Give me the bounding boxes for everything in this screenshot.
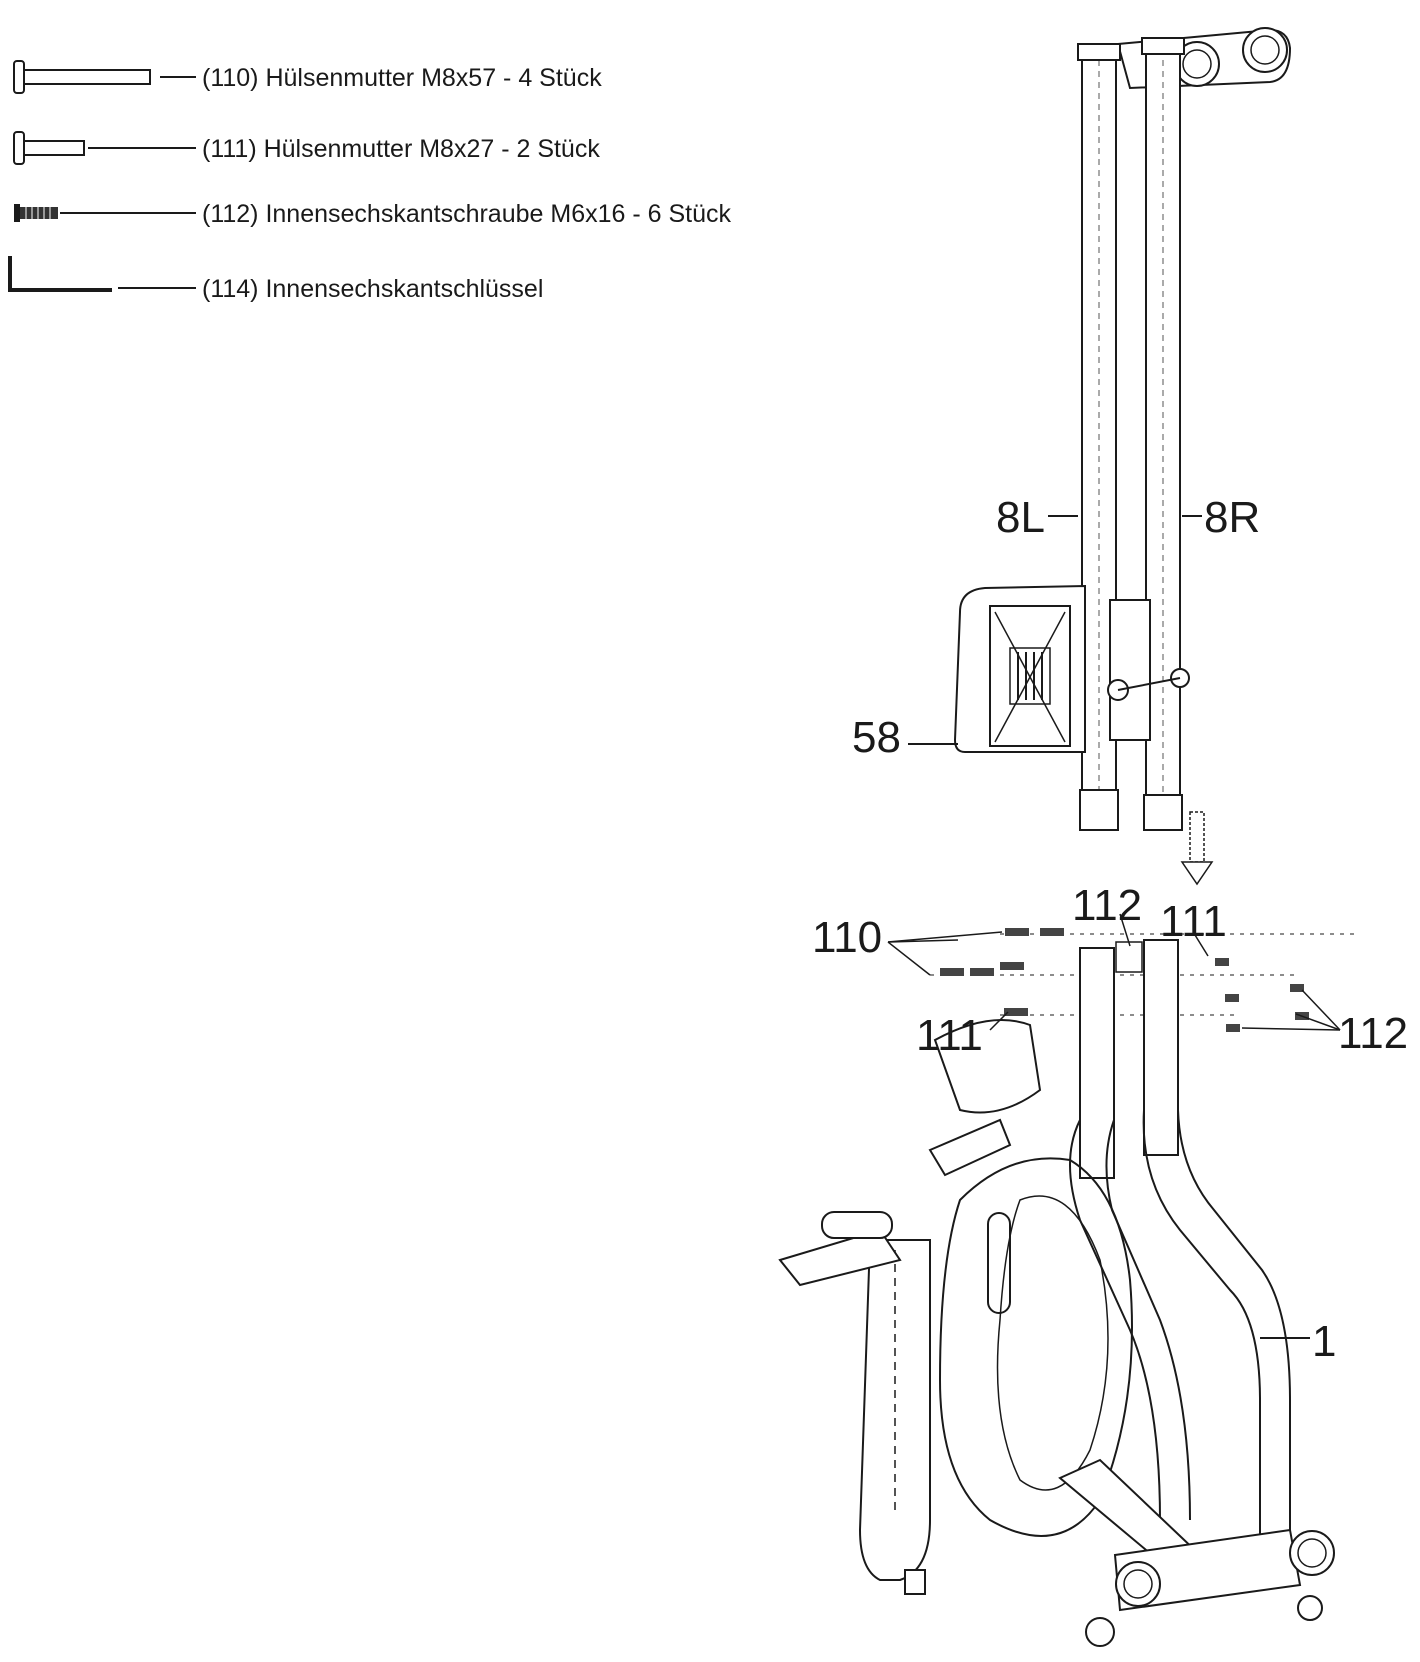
parts-legend: (110) Hülsenmutter M8x57 - 4 Stück (111)… (8, 60, 731, 303)
allen-key-icon (8, 256, 196, 292)
callout-112-top: 112 (1072, 881, 1142, 930)
short-sleeve-nut-icon (13, 131, 196, 165)
callout-111-left: 111 (916, 1011, 983, 1060)
legend-item-111: (111) Hülsenmutter M8x27 - 2 Stück (202, 135, 600, 163)
callout-58: 58 (852, 713, 901, 762)
callout-8R: 8R (1204, 493, 1260, 542)
end-cap-icon (1115, 1530, 1335, 1607)
wheel-icon (1085, 1595, 1323, 1647)
callout-1: 1 (1312, 1317, 1336, 1366)
upper-rail-assembly (953, 27, 1292, 831)
leader-lines (887, 515, 1341, 1339)
hex-socket-screw-icon (14, 204, 196, 222)
long-sleeve-nut-icon (13, 60, 196, 94)
callout-111-top: 111 (1160, 897, 1227, 946)
base-frame-1 (778, 939, 1335, 1647)
monitor-58 (953, 584, 1086, 753)
callout-8L: 8L (996, 493, 1045, 542)
legend-item-112: (112) Innensechskantschraube M6x16 - 6 S… (202, 200, 731, 228)
legend-item-114: (114) Innensechskantschlüssel (202, 275, 543, 303)
down-arrow-icon (1180, 811, 1214, 886)
legend-item-110: (110) Hülsenmutter M8x57 - 4 Stück (202, 64, 602, 92)
callout-110: 110 (812, 913, 882, 962)
callout-112-right: 112 (1338, 1009, 1408, 1058)
